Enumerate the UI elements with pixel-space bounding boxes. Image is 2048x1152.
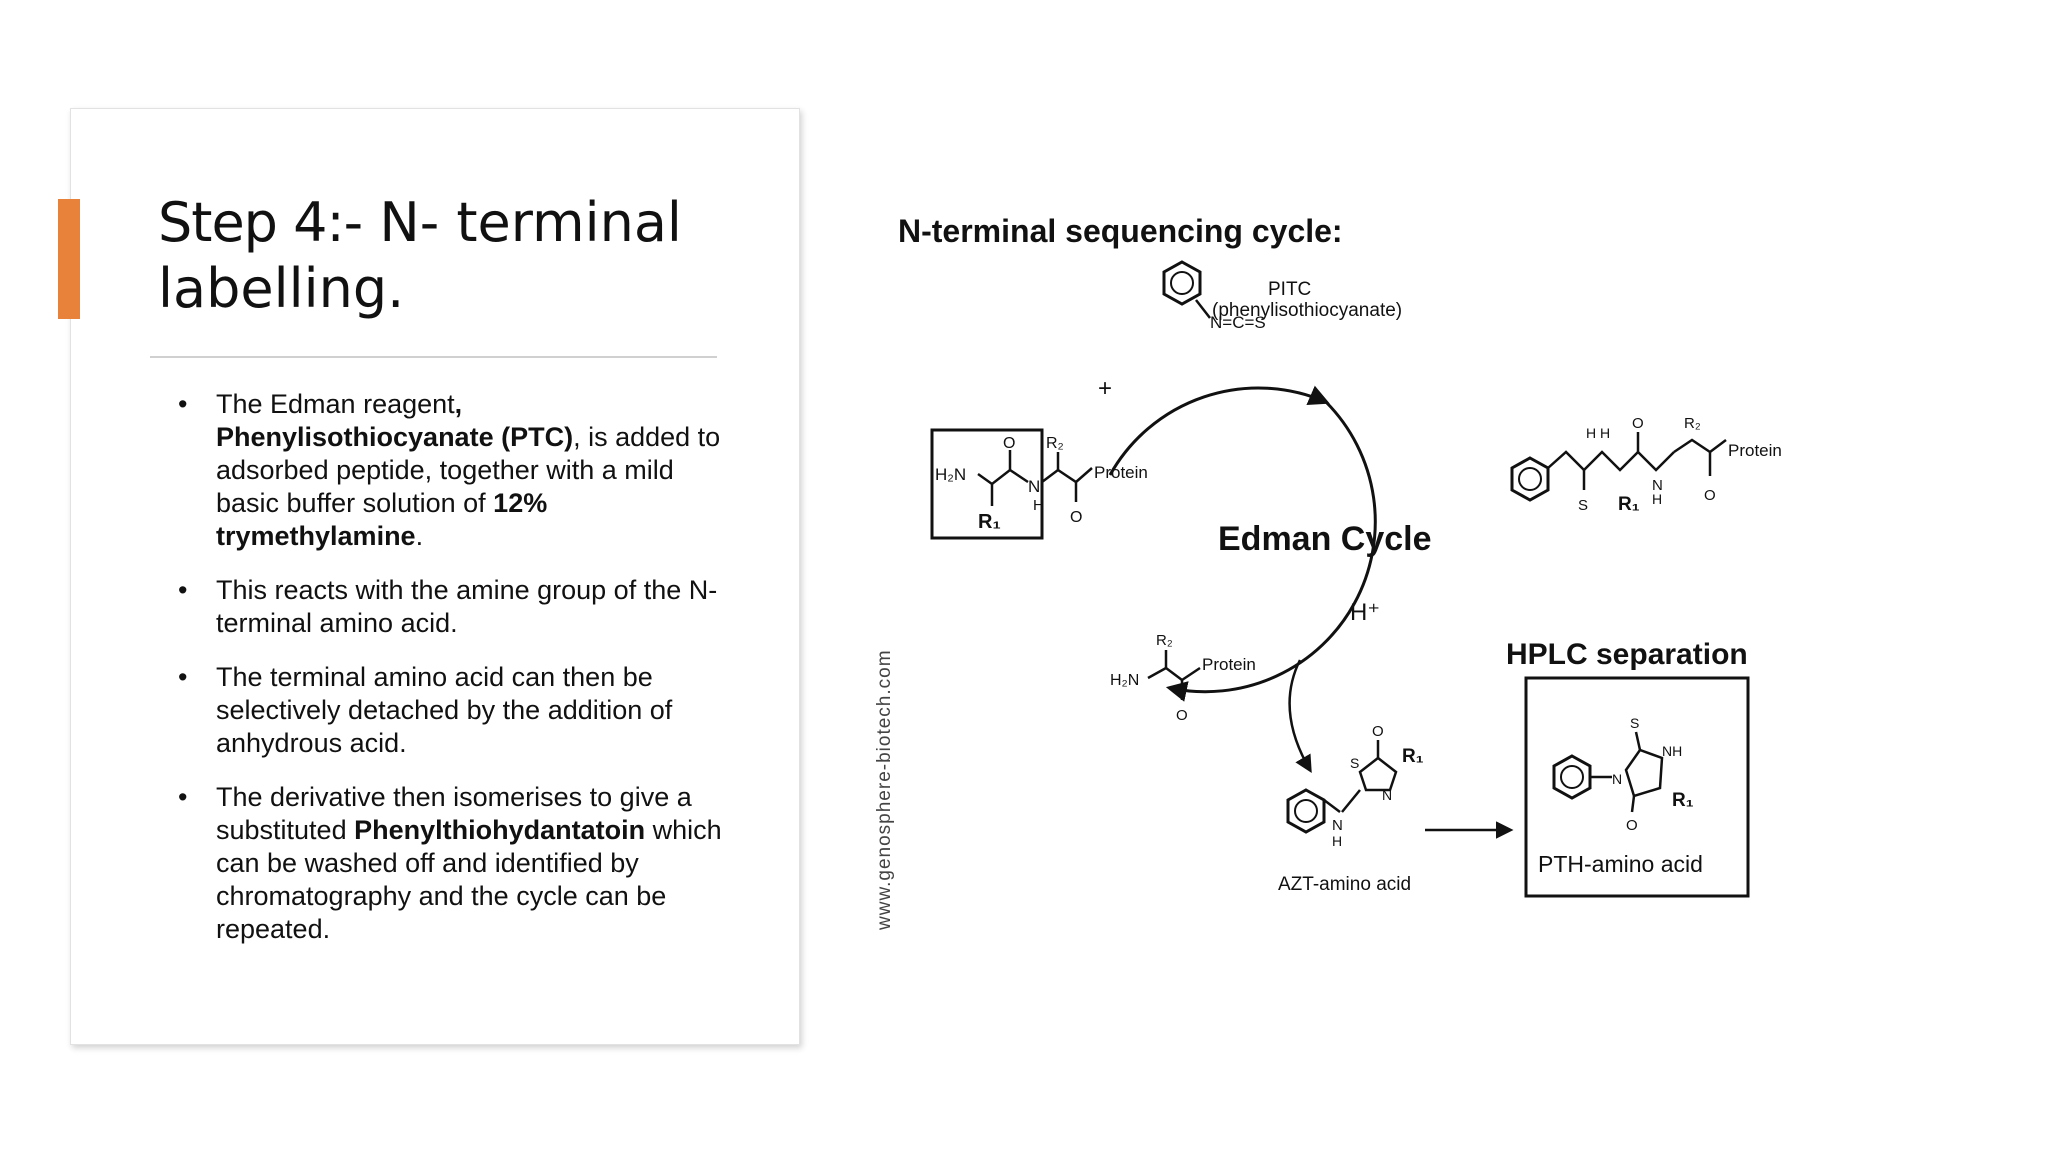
carbonyl-bond xyxy=(1630,795,1636,813)
phenyl-ring xyxy=(1510,456,1550,502)
bullet-bold: , xyxy=(454,389,463,419)
protein-label: Protein xyxy=(1094,463,1148,482)
watermark-text: www.genosphere-biotech.com xyxy=(874,649,895,931)
ptc-peptide-chain xyxy=(1547,450,1675,472)
r2-label: R₂ xyxy=(1684,415,1701,432)
bullet-list: • The Edman reagent,Phenylisothiocyanate … xyxy=(178,388,738,967)
o-label: O xyxy=(1632,415,1644,432)
n-terminal-residue-box xyxy=(930,428,1044,540)
o-label: O xyxy=(1626,817,1638,834)
title-step: Step 4:- xyxy=(158,191,363,254)
bullet-text: which can be washed off and identified b… xyxy=(216,815,722,944)
o-label: O xyxy=(1070,509,1082,526)
o-label: O xyxy=(1176,707,1188,724)
bullet-text: The Edman reagent xyxy=(216,389,455,419)
aromatic-circle xyxy=(1170,271,1194,295)
bullet-dot: • xyxy=(178,662,188,692)
s-label: S xyxy=(1630,715,1639,731)
r2-label: R₂ xyxy=(1156,632,1173,649)
bond-line xyxy=(1341,789,1361,813)
cycle-arrow-bottom xyxy=(1165,400,1377,702)
hplc-heading: HPLC separation xyxy=(1506,638,1748,671)
bullet-text: . xyxy=(415,521,424,551)
title-divider xyxy=(150,356,717,358)
bullet-item: • The Edman reagent,Phenylisothiocyanate … xyxy=(178,388,738,553)
protein-label: Protein xyxy=(1202,655,1256,674)
bond-line xyxy=(1195,299,1211,319)
bullet-item: • The terminal amino acid can then be sel… xyxy=(178,661,738,760)
r2-label: R₂ xyxy=(1046,435,1064,452)
r1-label: R₁ xyxy=(1672,790,1694,811)
phenyl-ring xyxy=(1552,754,1592,800)
n-label: N xyxy=(1028,477,1040,496)
h-label: H xyxy=(1033,497,1044,514)
edman-cycle-diagram: N-terminal sequencing cycle: www.genosph… xyxy=(874,213,1782,931)
title-topic: N- terminal labelling. xyxy=(158,191,682,320)
bullet-bold: 12% trymethylamine xyxy=(216,488,548,551)
pth-result-box xyxy=(1524,676,1750,898)
aromatic-circle xyxy=(1560,765,1584,789)
pitc-benzene-ring xyxy=(1162,260,1202,306)
cycle-label: Edman Cycle xyxy=(1218,520,1432,558)
bullet-text: The terminal amino acid can then be sele… xyxy=(216,662,673,758)
plus-sign: + xyxy=(1098,375,1112,402)
diagram-heading: N-terminal sequencing cycle: xyxy=(898,213,1343,249)
bullet-text: , is added to adsorbed peptide, together… xyxy=(216,422,721,518)
r1-label: R₁ xyxy=(978,511,1001,533)
aromatic-circle xyxy=(1518,467,1542,491)
cycle-arrow-top xyxy=(1108,385,1330,476)
o-label: O xyxy=(1704,487,1716,504)
bullet-text: The derivative then isomerises to give a… xyxy=(216,782,692,845)
h2n-label: H₂N xyxy=(935,465,966,484)
ncs-label: N=C=S xyxy=(1210,313,1266,332)
peptide-backbone xyxy=(1041,467,1093,484)
peptide-backbone xyxy=(977,468,1029,486)
azt-ring xyxy=(1358,756,1398,792)
azt-label: AZT-amino acid xyxy=(1278,874,1411,895)
h-label: H xyxy=(1600,425,1610,441)
bullet-dot: • xyxy=(178,575,188,605)
text-card xyxy=(70,108,800,1045)
bullet-dot: • xyxy=(178,782,188,812)
s-label: S xyxy=(1350,755,1359,771)
phenyl-ring xyxy=(1286,788,1326,834)
aromatic-circle xyxy=(1294,799,1318,823)
thiocarbonyl-bond xyxy=(1634,731,1642,751)
protein-label: Protein xyxy=(1728,441,1782,460)
n-label: N xyxy=(1652,477,1663,494)
r1-label: R₁ xyxy=(1618,494,1640,515)
peptide-backbone xyxy=(1147,666,1201,682)
pth-label: PTH-amino acid xyxy=(1538,851,1703,877)
nh-label: NH xyxy=(1662,743,1682,759)
o-label: O xyxy=(1003,435,1015,452)
h-label: H xyxy=(1332,833,1342,849)
bullet-dot: • xyxy=(178,389,188,419)
acid-label: H⁺ xyxy=(1350,599,1380,626)
o-label: O xyxy=(1372,723,1384,740)
n-label: N xyxy=(1332,817,1343,834)
h-label: H xyxy=(1586,425,1596,441)
h-label: H xyxy=(1652,491,1662,507)
pth-ring xyxy=(1624,748,1664,798)
h2n-label: H₂N xyxy=(1110,672,1139,689)
n-label: N xyxy=(1382,787,1392,803)
s-label: S xyxy=(1578,497,1588,514)
bond-line xyxy=(1323,799,1341,813)
cleavage-arrow xyxy=(1288,659,1312,774)
bullet-text: This reacts with the amine group of the … xyxy=(216,575,718,638)
bullet-bold: Phenylisothiocyanate (PTC) xyxy=(216,422,574,452)
bullet-item: • This reacts with the amine group of the… xyxy=(178,574,738,640)
bullet-bold: Phenylthiohydantatoin xyxy=(354,815,646,845)
r1-label: R₁ xyxy=(1402,746,1424,767)
bullet-item: • The derivative then isomerises to give … xyxy=(178,781,738,946)
peptide-backbone xyxy=(1673,438,1727,454)
n-label: N xyxy=(1612,771,1622,787)
slide-title: Step 4:- N- terminal labelling. xyxy=(158,190,758,322)
pitc-fullname: (phenylisothiocyanate) xyxy=(1212,300,1402,321)
pitc-label: PITC xyxy=(1268,279,1311,300)
accent-bar xyxy=(58,199,80,319)
